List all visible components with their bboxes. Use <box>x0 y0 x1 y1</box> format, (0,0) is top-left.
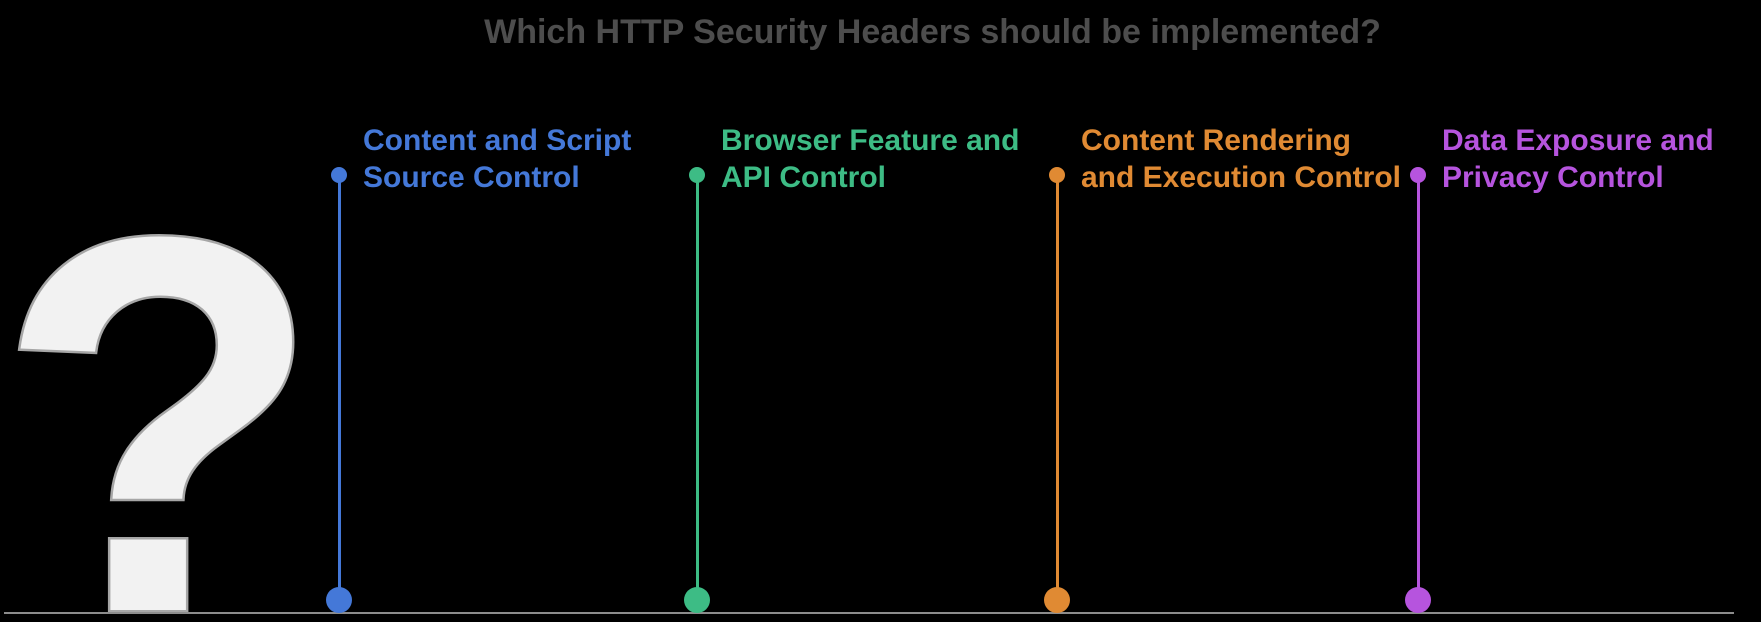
question-mark-icon: ? <box>0 127 320 622</box>
category-title-line1: Browser Feature and <box>721 124 1020 157</box>
category-title: Browser Feature and API Control <box>721 122 1019 196</box>
category-bottom-dot-icon <box>1405 587 1431 613</box>
category-vertical-line <box>695 175 699 600</box>
category-title-line2: and Execution Control <box>1081 161 1402 194</box>
category-bottom-dot-icon <box>1044 587 1070 613</box>
category-title-line1: Content and Script <box>363 124 632 157</box>
category-vertical-line <box>337 175 341 600</box>
category-vertical-line <box>1055 175 1059 600</box>
category-title: Content Rendering and Execution Control <box>1081 122 1401 196</box>
category-title: Content and Script Source Control <box>363 122 631 196</box>
category-title-line2: Source Control <box>363 161 580 194</box>
category-title: Data Exposure and Privacy Control <box>1442 122 1714 196</box>
category-bottom-dot-icon <box>684 587 710 613</box>
category-title-line2: Privacy Control <box>1442 161 1664 194</box>
category-title-line2: API Control <box>721 161 886 194</box>
category-bottom-dot-icon <box>326 587 352 613</box>
category-title-line1: Data Exposure and <box>1442 124 1714 157</box>
question-mark-graphic: ? <box>0 125 320 622</box>
timeline-baseline <box>4 612 1734 614</box>
category-title-line1: Content Rendering <box>1081 124 1351 157</box>
category-vertical-line <box>1416 175 1420 600</box>
diagram-title: Which HTTP Security Headers should be im… <box>484 13 1381 51</box>
